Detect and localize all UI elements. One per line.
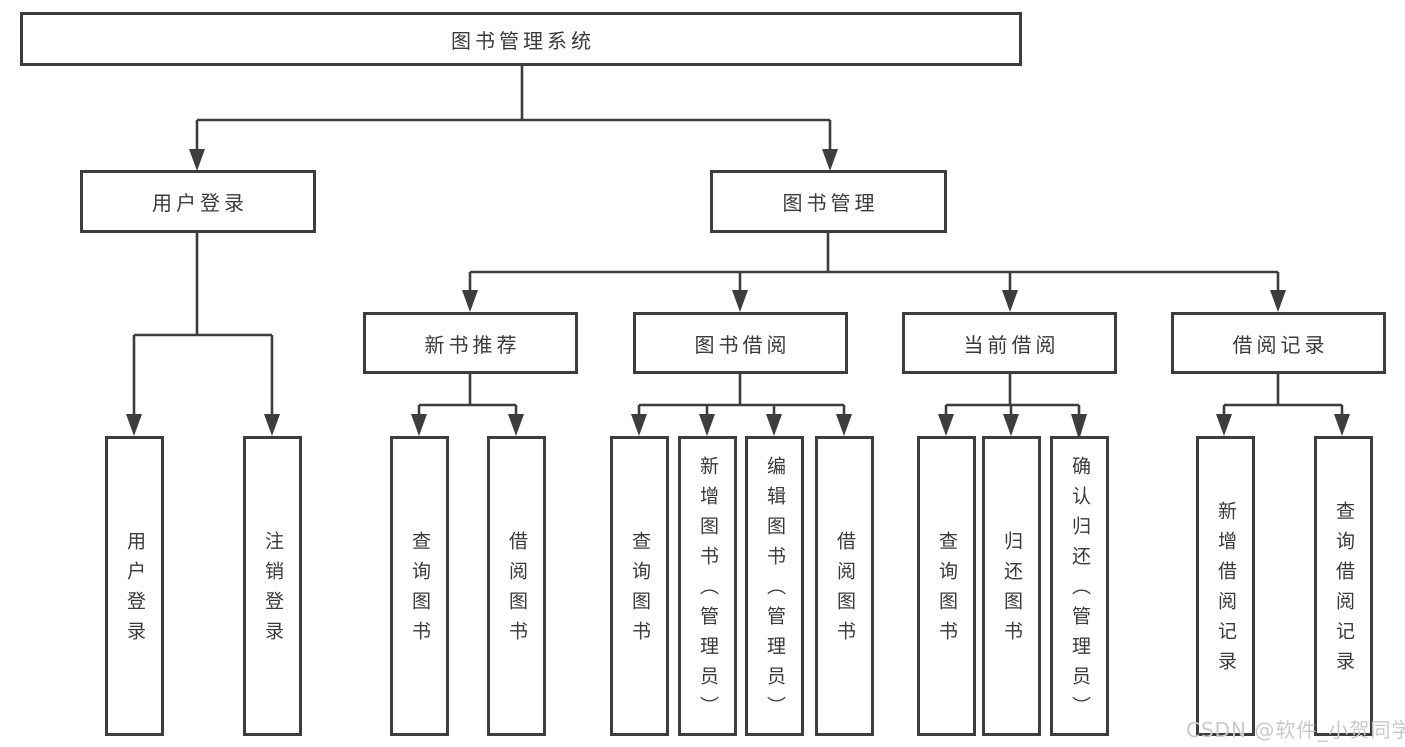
node-current-borrowing: 当前借阅 [902, 312, 1117, 374]
node-user-login: 用户登录 [80, 170, 316, 233]
node-book-management: 图书管理 [710, 170, 947, 233]
leaf-edit-book-admin: 编辑图书（管理员） [745, 436, 804, 736]
connector-book-mgmt [462, 232, 1286, 312]
leaf-label: 用户登录 [124, 531, 146, 651]
node-borrowing-records: 借阅记录 [1171, 312, 1386, 374]
connector-user-login [126, 232, 280, 436]
node-label: 用户登录 [152, 191, 248, 215]
node-label: 当前借阅 [963, 332, 1060, 357]
node-label: 图书借阅 [694, 332, 791, 357]
leaf-add-borrow-record: 新增借阅记录 [1196, 436, 1255, 736]
leaf-query-books-recommend: 查询图书 [390, 436, 449, 736]
connector-root [189, 64, 838, 171]
connector-borrow-records [1216, 374, 1350, 436]
node-new-book-recommend: 新书推荐 [363, 312, 578, 374]
leaf-label: 查询图书 [629, 531, 651, 651]
leaf-borrow-books: 借阅图书 [815, 436, 874, 736]
connector-book-borrow [631, 374, 852, 436]
leaf-query-books-current: 查询图书 [917, 436, 976, 736]
leaf-add-book-admin: 新增图书（管理员） [678, 436, 737, 736]
leaf-label: 确认归还（管理员） [1069, 456, 1091, 726]
leaf-label: 新增借阅记录 [1215, 501, 1237, 681]
leaf-label: 新增图书（管理员） [697, 456, 719, 726]
leaf-label: 编辑图书（管理员） [764, 456, 786, 726]
node-label: 新书推荐 [424, 332, 521, 357]
leaf-label: 借阅图书 [834, 531, 856, 651]
connector-new-book [411, 374, 524, 436]
leaf-label: 借阅图书 [506, 531, 528, 651]
leaf-borrow-books-recommend: 借阅图书 [487, 436, 546, 736]
node-library-system: 图书管理系统 [20, 12, 1022, 66]
node-label: 图书管理 [782, 191, 879, 215]
node-label: 图书管理系统 [451, 28, 595, 53]
leaf-query-books-borrow: 查询图书 [610, 436, 669, 736]
leaf-confirm-return-admin: 确认归还（管理员） [1050, 436, 1109, 736]
leaf-label: 查询图书 [409, 531, 431, 651]
node-book-borrowing: 图书借阅 [633, 312, 848, 374]
leaf-label: 查询图书 [936, 531, 958, 651]
node-label: 借阅记录 [1232, 332, 1329, 357]
leaf-user-login: 用户登录 [105, 436, 164, 736]
leaf-label: 查询借阅记录 [1333, 501, 1355, 681]
leaf-logout: 注销登录 [243, 436, 302, 736]
leaf-label: 归还图书 [1001, 531, 1023, 651]
leaf-label: 注销登录 [262, 531, 284, 651]
leaf-query-borrow-record: 查询借阅记录 [1314, 436, 1373, 736]
csdn-watermark: CSDN @软件_小贺同学 [1186, 718, 1405, 742]
connector-current-borrow [938, 374, 1087, 440]
leaf-return-books: 归还图书 [982, 436, 1041, 736]
